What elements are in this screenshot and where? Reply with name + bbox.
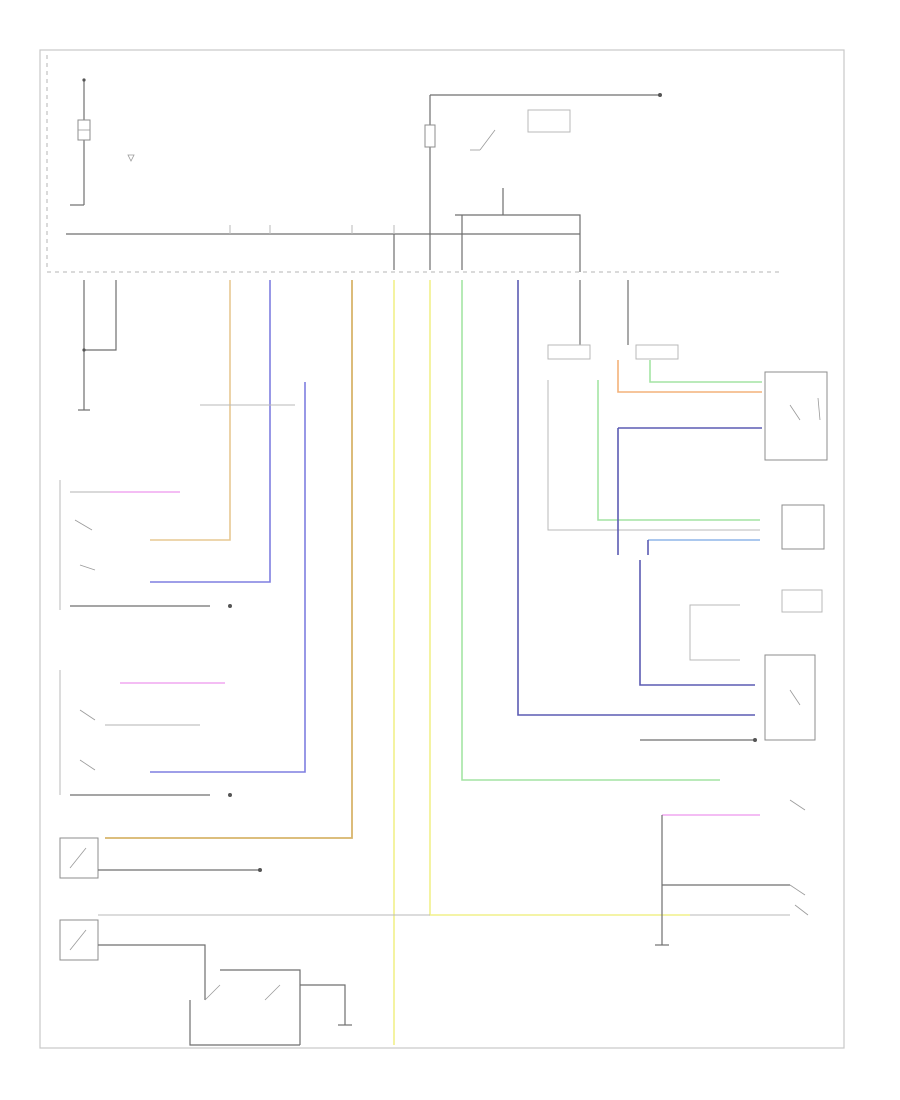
component-lower-right xyxy=(640,654,816,742)
wire-green-2 xyxy=(649,360,762,383)
component-top-right xyxy=(764,371,828,461)
wire-orange-1 xyxy=(617,360,762,393)
right-junction-group xyxy=(547,280,679,360)
wire-green-3 xyxy=(597,380,760,521)
wire-tan-1 xyxy=(150,280,231,541)
component-mid-right xyxy=(781,504,825,550)
wire-navy-1 xyxy=(517,280,755,716)
switch-group-a xyxy=(59,480,232,610)
wire-brown-1 xyxy=(105,280,353,839)
junction-pins xyxy=(229,225,395,234)
component-sensor-right xyxy=(689,589,823,661)
wire-navy-2 xyxy=(617,427,762,555)
switch-lower-right-1 xyxy=(661,799,806,945)
wire-blue-1 xyxy=(150,280,271,583)
fuse-feed-top-left xyxy=(70,78,91,206)
relay-assembly xyxy=(189,969,352,1046)
wire-blue-2 xyxy=(150,382,306,773)
control-unit-assembly xyxy=(393,93,662,272)
wire-green-1 xyxy=(461,280,720,781)
wire-navy-3 xyxy=(639,540,755,686)
switch-lower-right-2 xyxy=(662,884,809,916)
left-ground-branch xyxy=(78,280,117,411)
switch-block-bottom-2 xyxy=(59,914,430,1000)
switch-block-bottom-1 xyxy=(59,837,262,879)
wire-yellow-2 xyxy=(429,280,690,916)
data-link-symbol xyxy=(127,154,135,162)
switch-group-b xyxy=(59,670,232,797)
wire-gray-1 xyxy=(547,380,760,531)
diagram-frame xyxy=(39,49,845,1049)
